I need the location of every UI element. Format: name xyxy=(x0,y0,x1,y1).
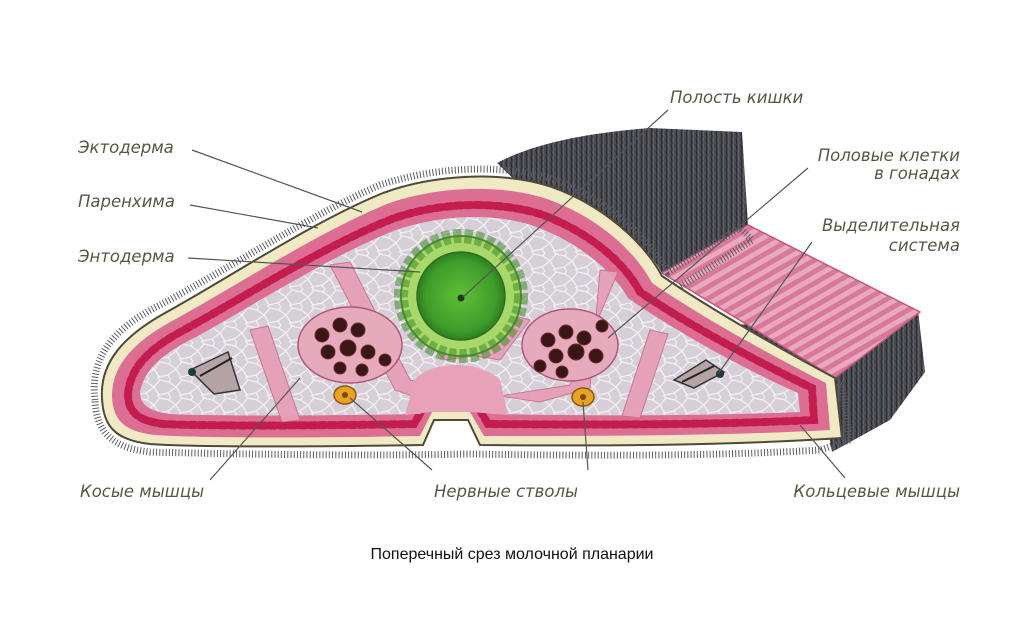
label-ring-muscles: Кольцевые мышцы xyxy=(793,482,960,501)
label-oblique-muscles: Косые мышцы xyxy=(80,482,205,501)
label-gonads-line1: Половые клетки xyxy=(817,146,960,165)
cut-muscle-block xyxy=(660,224,922,379)
label-parenchyma: Паренхима xyxy=(78,192,175,211)
gonads xyxy=(297,306,619,384)
leader-lines xyxy=(187,109,846,481)
label-gonads-line2: в гонадах xyxy=(874,164,960,183)
label-nerve-cords: Нервные стволы xyxy=(434,482,579,501)
label-excretory-line2: система xyxy=(888,236,960,255)
gut-intestine xyxy=(394,229,528,363)
bead-row xyxy=(123,201,819,430)
label-endoderm: Энтодерма xyxy=(78,247,175,266)
nerve-cord-dots xyxy=(333,385,595,407)
central-septum xyxy=(405,365,508,415)
label-gut-cavity: Полость кишки xyxy=(670,88,804,107)
figure-caption: Поперечный срез молочной планарии xyxy=(370,546,654,563)
label-excretory-line1: Выделительная xyxy=(821,216,960,235)
label-ectoderm: Эктодерма xyxy=(78,138,174,157)
excretory-cells xyxy=(188,350,726,395)
